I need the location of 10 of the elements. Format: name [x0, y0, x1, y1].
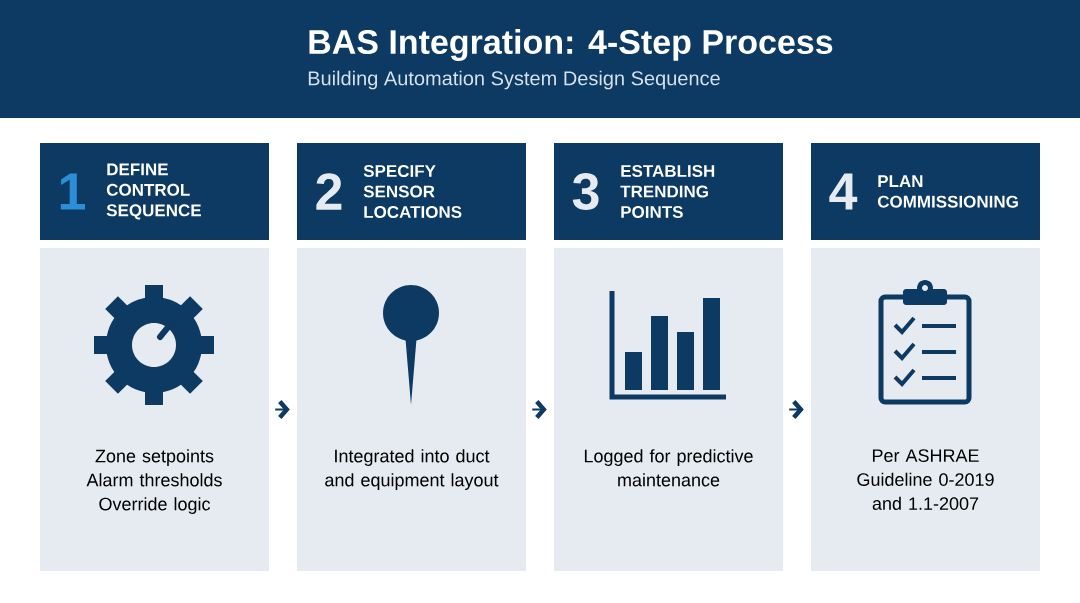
step-header: 4 PLAN COMMISSIONING: [811, 143, 1040, 240]
step-card: Integrated into duct and equipment layout: [297, 248, 526, 571]
step-card: Zone setpoints Alarm thresholds Override logic: [40, 248, 269, 571]
step-header: 1 DEFINE CONTROL SEQUENCE: [40, 143, 269, 240]
step-card: Logged for predictive maintenance: [554, 248, 783, 571]
title: BAS Integration: 4-Step Process: [309, 29, 833, 61]
subtitle: Building Automation System Design Sequence: [308, 70, 720, 90]
step-header: 2 SPECIFY SENSOR LOCATIONS: [297, 143, 526, 240]
step-card: Per ASHRAE Guideline 0-2019 and 1.1-2007: [811, 248, 1040, 571]
step-header: 3 ESTABLISH TRENDING POINTS: [554, 143, 783, 240]
